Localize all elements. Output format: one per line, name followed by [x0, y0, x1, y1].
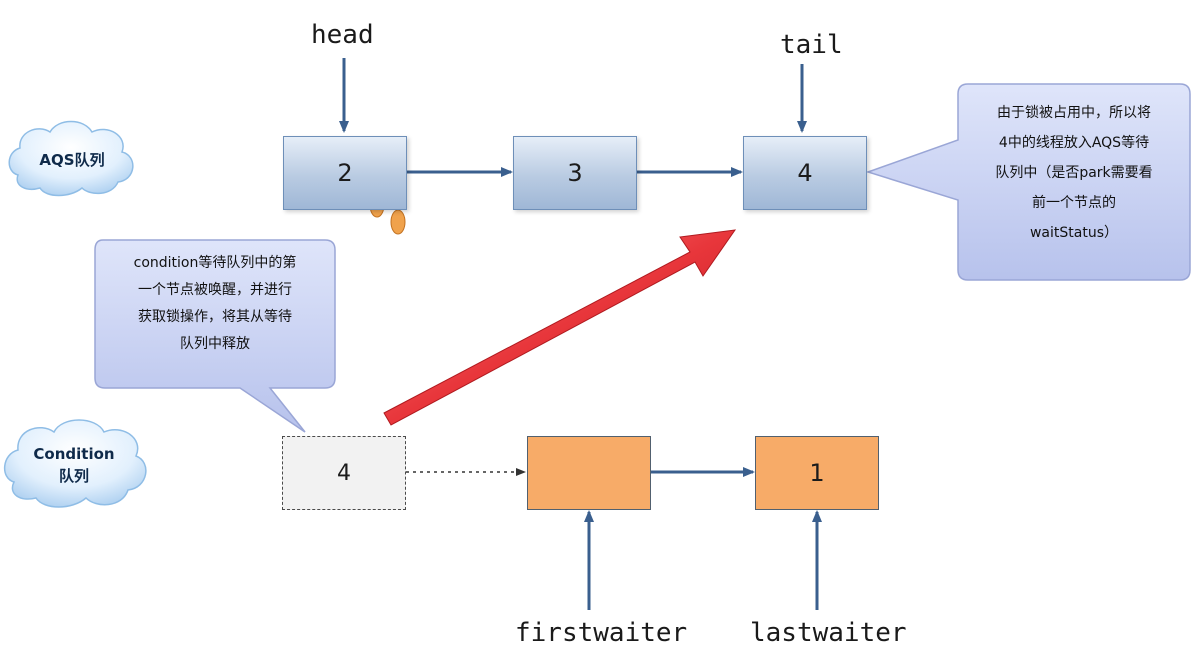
tail-label: tail	[780, 30, 843, 60]
left-callout-shape	[94, 239, 336, 433]
lastwaiter-label: lastwaiter	[750, 618, 907, 648]
firstwaiter-label: firstwaiter	[515, 618, 688, 648]
condition-first-node	[527, 436, 651, 510]
condition-queue-label-line2: 队列	[58, 467, 89, 485]
head-label: head	[311, 20, 374, 50]
aqs-cloud	[8, 120, 134, 197]
left-callout-line-1: condition等待队列中的第	[133, 255, 297, 271]
right-callout-shape	[865, 83, 1191, 281]
left-callout-line-3: 获取锁操作，将其从等待	[138, 309, 292, 325]
right-callout-line-3: 队列中（是否park需要看	[995, 165, 1153, 181]
aqs-queue-label: AQS队列	[39, 151, 105, 169]
transfer-arrow	[383, 229, 737, 426]
left-callout-line-2: 一个节点被唤醒，并进行	[138, 282, 292, 298]
condition-queue-label-line1: Condition	[33, 445, 115, 463]
right-callout-line-1: 由于锁被占用中，所以将	[997, 105, 1151, 121]
right-callout-line-4: 前一个节点的	[1032, 195, 1116, 211]
condition-cloud	[4, 419, 147, 508]
right-callout-line-5: waitStatus）	[1029, 225, 1119, 241]
aqs-node-4: 4	[743, 136, 867, 210]
condition-moved-node: 4	[282, 436, 406, 510]
aqs-node-3: 3	[513, 136, 637, 210]
left-callout-line-4: 队列中释放	[180, 336, 250, 352]
right-callout-line-2: 4中的线程放入AQS等待	[998, 135, 1150, 151]
aqs-node-2: 2	[283, 136, 407, 210]
condition-last-node: 1	[755, 436, 879, 510]
